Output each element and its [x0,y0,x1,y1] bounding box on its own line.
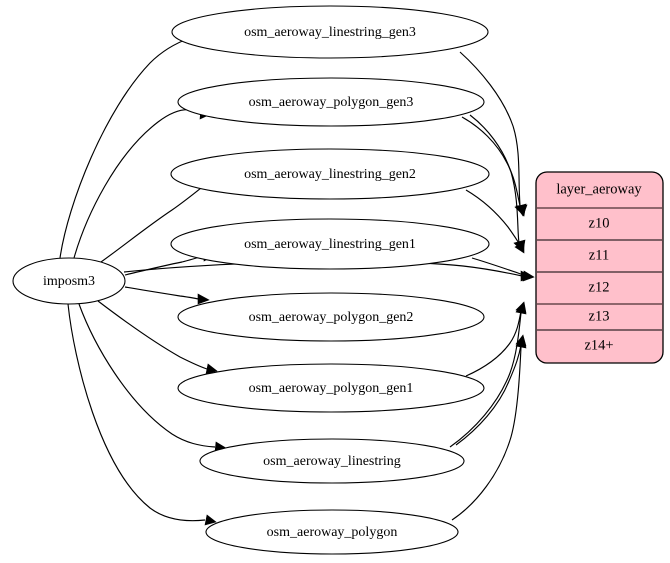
edge-imposm3-to-polygon [67,303,217,526]
node-osm-aeroway-polygon-gen3[interactable]: osm_aeroway_polygon_gen3 [177,77,485,127]
node-osm-aeroway-polygon-gen2-shape[interactable] [177,292,485,342]
node-osm-aeroway-linestring-gen1[interactable]: osm_aeroway_linestring_gen1 [170,218,490,270]
layer-aeroway-row-z12[interactable]: z12 [589,279,610,295]
node-osm-aeroway-linestring-shape[interactable] [199,438,465,484]
node-imposm3-label: imposm3 [43,274,95,289]
node-osm-aeroway-polygon[interactable]: osm_aeroway_polygon [205,509,459,555]
layer-aeroway-row-z14[interactable]: z14+ [584,337,613,353]
node-osm-aeroway-polygon-gen3-label: osm_aeroway_polygon_gen3 [249,95,414,110]
node-osm-aeroway-linestring-gen2-shape[interactable] [170,148,490,200]
node-osm-aeroway-linestring[interactable]: osm_aeroway_linestring [199,438,465,484]
edge-polygon-to-z14 [451,336,527,521]
node-osm-aeroway-polygon-gen3-shape[interactable] [177,77,485,127]
node-osm-aeroway-polygon-gen2[interactable]: osm_aeroway_polygon_gen2 [177,292,485,342]
node-imposm3[interactable]: imposm3 [12,257,126,305]
edge-linestring-to-z13 [449,302,527,448]
layer-aeroway-row-z13[interactable]: z13 [589,308,610,324]
node-osm-aeroway-linestring-label: osm_aeroway_linestring [263,454,401,469]
node-osm-aeroway-linestring-gen1-label: osm_aeroway_linestring_gen1 [244,237,416,252]
layer-aeroway-row-z10[interactable]: z10 [589,215,610,231]
node-osm-aeroway-linestring-gen3-shape[interactable] [171,5,489,59]
node-layer-aeroway[interactable]: layer_aeroway z10 z11 z12 z13 z14+ [535,171,664,364]
layer-aeroway-row-z11[interactable]: z11 [589,247,609,263]
node-osm-aeroway-linestring-gen2-label: osm_aeroway_linestring_gen2 [244,167,416,182]
node-osm-aeroway-polygon-gen1-shape[interactable] [177,363,485,413]
node-osm-aeroway-linestring-gen3[interactable]: osm_aeroway_linestring_gen3 [171,5,489,59]
node-osm-aeroway-polygon-gen1[interactable]: osm_aeroway_polygon_gen1 [177,363,485,413]
node-layer-aeroway-shape[interactable] [535,171,664,364]
node-osm-aeroway-linestring-gen1-shape[interactable] [170,218,490,270]
node-osm-aeroway-polygon-shape[interactable] [205,509,459,555]
edge-imposm3-to-polygon-gen2 [124,286,210,305]
node-osm-aeroway-polygon-gen2-label: osm_aeroway_polygon_gen2 [249,310,414,325]
node-osm-aeroway-linestring-gen2[interactable]: osm_aeroway_linestring_gen2 [170,148,490,200]
node-osm-aeroway-polygon-label: osm_aeroway_polygon [267,525,398,540]
edge-linestring-gen2-to-z11 [465,189,525,254]
layer-aeroway-title: layer_aeroway [556,181,642,197]
node-osm-aeroway-polygon-gen1-label: osm_aeroway_polygon_gen1 [249,381,414,396]
edge-imposm3-to-linestring-gen3 [59,32,200,259]
node-imposm3-shape[interactable] [12,257,126,305]
node-osm-aeroway-linestring-gen3-label: osm_aeroway_linestring_gen3 [244,25,416,40]
